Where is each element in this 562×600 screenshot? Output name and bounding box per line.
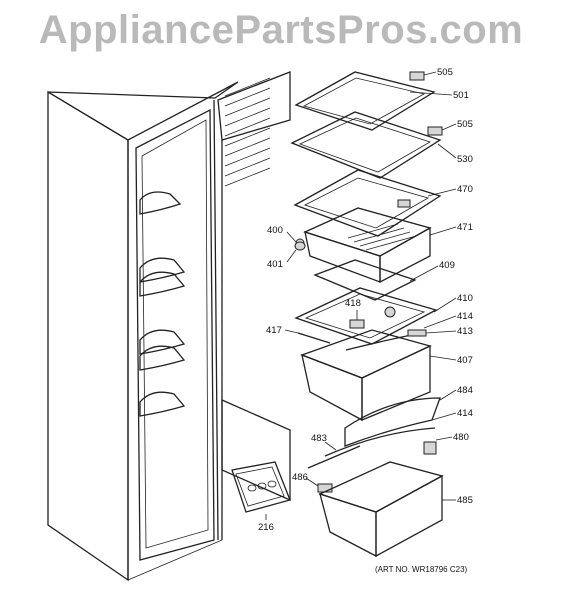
art-number: (ART NO. WR18796 C23)	[375, 565, 468, 574]
shelf-rails	[224, 77, 271, 187]
callout-418: 418	[345, 298, 361, 309]
callout-414-upper: 414	[457, 311, 473, 322]
callout-485: 485	[457, 495, 473, 506]
part-471-pan	[303, 207, 432, 284]
part-407-drawer	[300, 329, 432, 422]
part-470-cover-frame	[293, 169, 442, 237]
part-410-cover	[294, 287, 438, 345]
part-480-rail	[324, 427, 437, 457]
fridge-cabinet	[47, 71, 291, 582]
callout-471: 471	[457, 222, 473, 233]
callout-486: 486	[292, 472, 308, 483]
part-400-401-knob	[294, 238, 306, 251]
callout-labels: 505 501 505 530 470 471 400 401 409 410 …	[258, 67, 473, 533]
callout-530: 530	[457, 154, 473, 165]
callout-417: 417	[266, 325, 282, 336]
callout-410: 410	[457, 293, 473, 304]
door-bins	[139, 191, 186, 417]
part-483-rod	[307, 445, 361, 469]
callout-414-lower: 414	[457, 408, 473, 419]
part-485-drawer	[318, 461, 444, 558]
watermark-logo: AppliancePartsPros.com	[38, 8, 524, 52]
callout-216: 216	[258, 522, 274, 533]
callout-484: 484	[457, 385, 473, 396]
part-530-frame	[290, 111, 442, 179]
leader-lines	[265, 71, 457, 520]
callout-505-top: 505	[437, 67, 453, 78]
callout-413: 413	[457, 326, 473, 337]
callout-407: 407	[457, 355, 473, 366]
callout-505-mid: 505	[457, 119, 473, 130]
callout-480: 480	[453, 432, 469, 443]
part-216-bin	[231, 461, 291, 513]
callout-409: 409	[439, 260, 455, 271]
callout-501: 501	[453, 90, 469, 101]
part-409-glass	[313, 259, 417, 301]
part-417-rod	[297, 332, 331, 344]
part-505-clip	[409, 71, 443, 136]
callout-470: 470	[457, 184, 473, 195]
callout-401: 401	[267, 259, 283, 270]
part-413-414-rail	[345, 329, 427, 351]
part-486-bracket	[317, 483, 333, 493]
part-484-cover	[344, 397, 441, 447]
callout-483: 483	[311, 433, 327, 444]
part-501-shelf	[294, 71, 436, 131]
callout-400: 400	[267, 225, 283, 236]
